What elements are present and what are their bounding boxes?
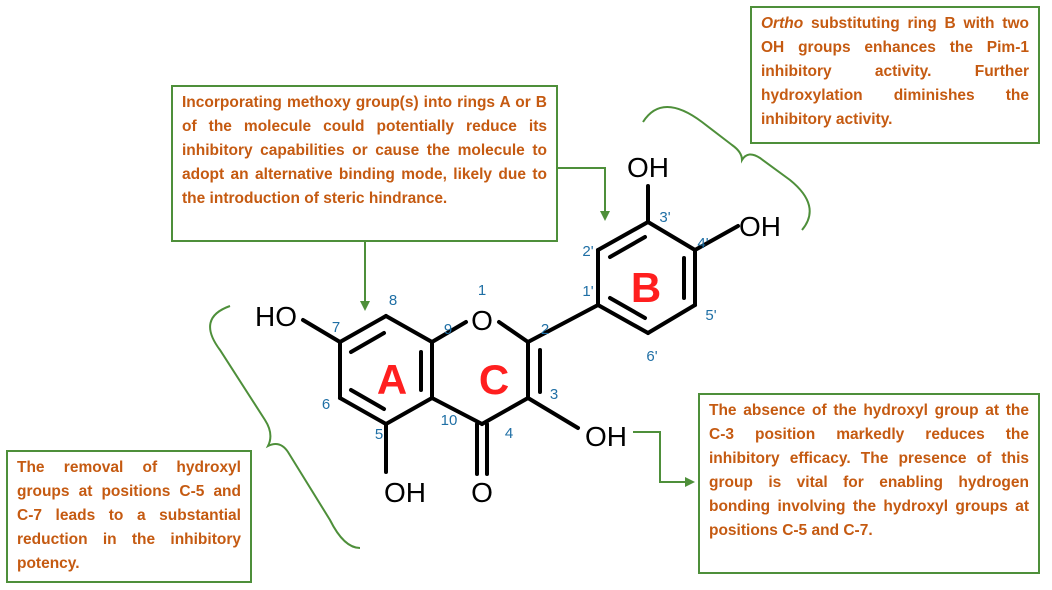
ring-c-label: C: [479, 356, 509, 403]
note-ortho-substitution: Ortho substituting ring B with two OH gr…: [750, 6, 1040, 144]
atom-ho-7: HO: [255, 301, 297, 332]
brace-ring-a-hydroxyls: [209, 305, 361, 549]
position-number-10: 10: [441, 412, 458, 429]
atom-oh-3: OH: [585, 421, 627, 452]
position-number-4: 4: [505, 425, 513, 442]
note-oh3-text: The absence of the hydroxyl group at the…: [709, 402, 1029, 539]
position-number-1: 1: [478, 282, 486, 299]
atom-oh-3prime: OH: [627, 152, 669, 183]
position-number-9: 9: [444, 321, 452, 338]
position-number-6prime: 6': [646, 348, 657, 365]
atom-o-1: O: [471, 305, 493, 336]
position-number-1prime: 1': [582, 283, 593, 300]
ring-a-label: A: [377, 356, 407, 403]
atom-oh-5: OH: [384, 477, 426, 508]
atom-o-4: O: [471, 477, 493, 508]
methoxy-arrow-ring-a-head: [360, 301, 370, 311]
methoxy-arrow-ring-b: [558, 167, 606, 212]
methoxy-arrow-ring-b-head: [600, 211, 610, 221]
brace-ring-b-hydroxyls: [642, 106, 811, 231]
position-number-2: 2: [541, 321, 549, 338]
position-number-5: 5: [375, 426, 383, 443]
position-number-7: 7: [332, 319, 340, 336]
note-c3-hydroxyl: The absence of the hydroxyl group at the…: [698, 393, 1040, 574]
position-number-5prime: 5': [705, 307, 716, 324]
position-number-2prime: 2': [582, 243, 593, 260]
position-number-3prime: 3': [659, 209, 670, 226]
position-number-6: 6: [322, 396, 330, 413]
note-ortho-text: substituting ring B with two OH groups e…: [761, 15, 1029, 128]
position-number-3: 3: [550, 386, 558, 403]
atom-oh-4prime: OH: [739, 211, 781, 242]
note-oh57-text: The removal of hydroxyl groups at positi…: [17, 459, 241, 572]
note-methoxy-groups: Incorporating methoxy group(s) into ring…: [171, 85, 558, 242]
note-ortho-lead: Ortho: [761, 15, 804, 32]
position-number-8: 8: [389, 292, 397, 309]
position-number-4prime: 4': [697, 235, 708, 252]
note-c5-c7-hydroxyls: The removal of hydroxyl groups at positi…: [6, 450, 252, 583]
oh3-arrow: [633, 431, 686, 483]
oh3-arrow-head: [685, 477, 695, 487]
molecule-bonds: [301, 184, 740, 476]
ring-b-label: B: [631, 264, 661, 311]
note-methoxy-text: Incorporating methoxy group(s) into ring…: [182, 94, 547, 207]
